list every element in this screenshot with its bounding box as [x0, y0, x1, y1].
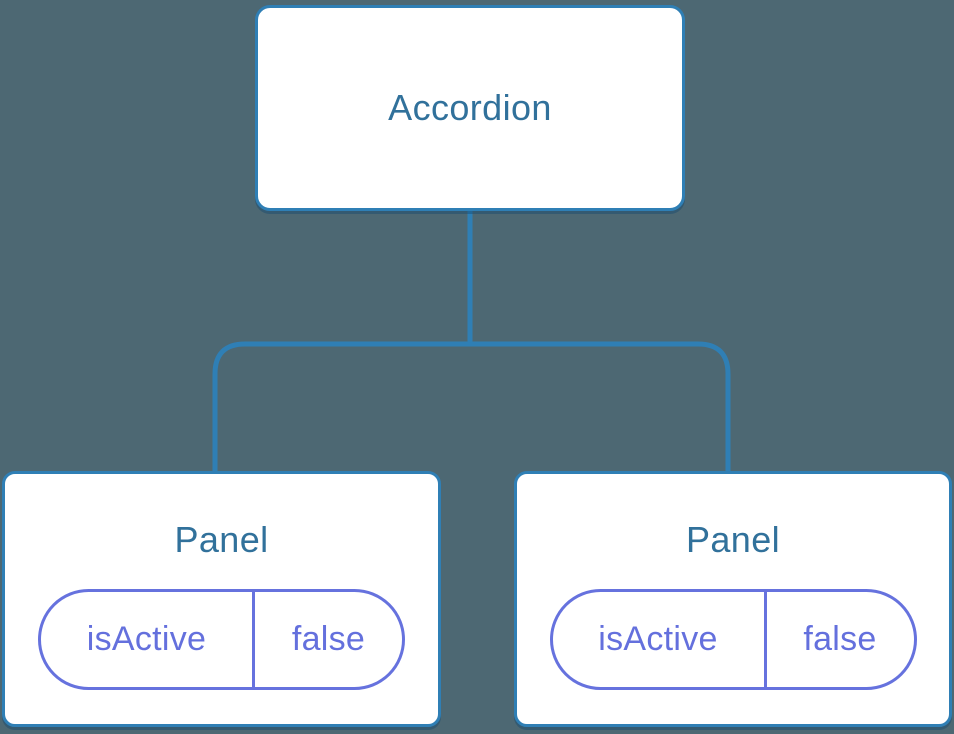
accordion-node-label: Accordion — [388, 87, 552, 129]
state-value-label: false — [291, 620, 366, 659]
accordion-node: Accordion — [255, 5, 685, 211]
state-key-cell: isActive — [41, 592, 255, 688]
state-key-cell: isActive — [553, 592, 767, 688]
state-pill: isActive false — [38, 589, 405, 691]
state-key-label: isActive — [598, 620, 718, 659]
panel-node-label: Panel — [685, 519, 781, 560]
state-pill: isActive false — [549, 589, 917, 691]
panel-node-right: Panel isActive false — [514, 471, 952, 727]
panel-node-label: Panel — [174, 519, 269, 560]
state-value-label: false — [803, 620, 877, 659]
state-value-cell: false — [255, 592, 402, 687]
panel-node-left: Panel isActive false — [2, 471, 441, 727]
state-value-cell: false — [767, 592, 914, 687]
branch-connector-line — [212, 341, 731, 472]
state-key-label: isActive — [86, 620, 207, 659]
